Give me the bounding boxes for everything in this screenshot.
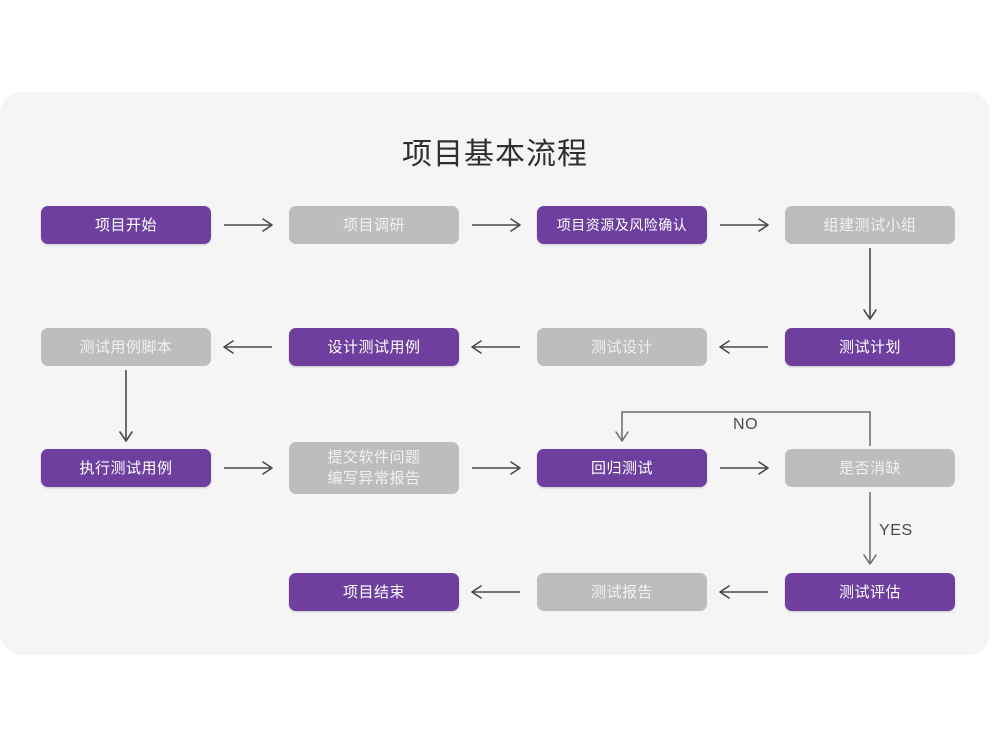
node-regression-test[interactable]: 回归测试 [537,449,707,487]
node-test-evaluation[interactable]: 测试评估 [785,573,955,611]
node-form-test-team[interactable]: 组建测试小组 [785,206,955,244]
node-test-design[interactable]: 测试设计 [537,328,707,366]
node-project-start[interactable]: 项目开始 [41,206,211,244]
node-test-plan[interactable]: 测试计划 [785,328,955,366]
node-resource-risk-confirm[interactable]: 项目资源及风险确认 [537,206,707,244]
node-execute-test-case[interactable]: 执行测试用例 [41,449,211,487]
node-test-case-script[interactable]: 测试用例脚本 [41,328,211,366]
edge-label-no: NO [733,416,759,433]
node-submit-bug-report[interactable]: 提交软件问题 编写异常报告 [289,442,459,494]
node-project-end[interactable]: 项目结束 [289,573,459,611]
page-title: 项目基本流程 [402,138,588,171]
node-design-test-case[interactable]: 设计测试用例 [289,328,459,366]
node-project-research[interactable]: 项目调研 [289,206,459,244]
diagram-canvas [0,92,990,655]
node-test-report[interactable]: 测试报告 [537,573,707,611]
node-defect-cleared[interactable]: 是否消缺 [785,449,955,487]
edge-label-yes: YES [879,522,913,539]
